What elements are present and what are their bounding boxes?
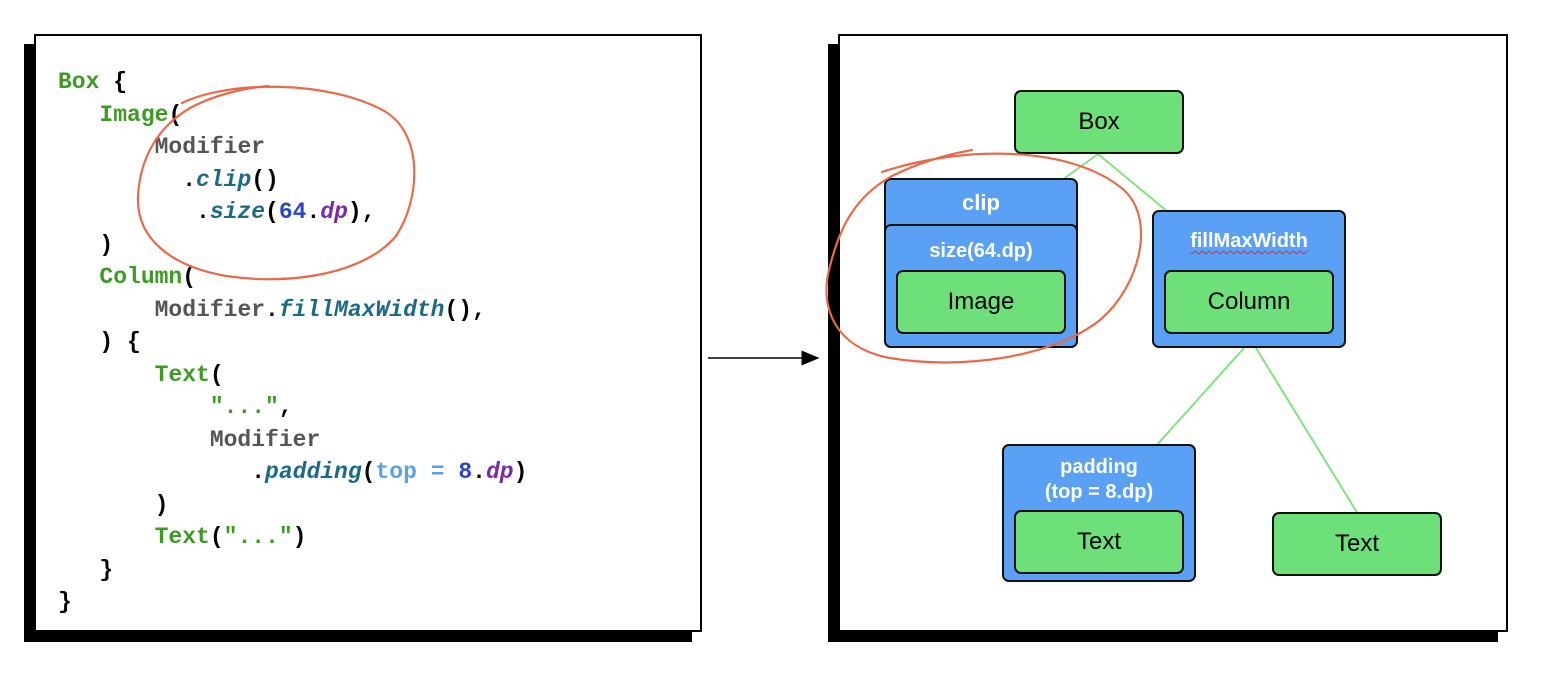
code-token xyxy=(58,297,155,323)
code-token: . xyxy=(58,199,210,225)
code-token: dp xyxy=(320,199,348,225)
code-token: Text xyxy=(154,524,210,550)
code-token xyxy=(58,134,155,160)
edge-column-text xyxy=(1255,347,1359,515)
code-token: Column xyxy=(99,264,183,290)
code-token: "..." xyxy=(209,394,279,420)
modifier-size-label: size(64.dp) xyxy=(929,240,1033,262)
code-line: .padding(top = 8.dp) xyxy=(58,456,527,489)
edge-box-clip xyxy=(1061,153,1099,181)
code-token: ) xyxy=(58,491,169,518)
code-line: } xyxy=(58,554,527,587)
code-token: padding xyxy=(265,459,362,485)
code-line: Text( xyxy=(58,359,527,392)
code-token: . xyxy=(265,296,279,323)
code-line: ) { xyxy=(58,326,527,359)
code-token: clip xyxy=(196,166,252,193)
node-text-plain: Text xyxy=(1272,512,1442,576)
code-line: Box { xyxy=(58,66,527,99)
code-line: .size(64.dp), xyxy=(58,196,527,229)
code-token: Modifier xyxy=(154,134,266,160)
code-line: "...", xyxy=(58,391,527,424)
code-token: { xyxy=(99,69,128,95)
node-box: Box xyxy=(1014,90,1184,154)
modifier-clip-label: clip xyxy=(962,190,1000,215)
node-box-label: Box xyxy=(1078,108,1120,135)
code-token: ( xyxy=(209,361,224,388)
code-line: Text("...") xyxy=(58,521,527,554)
code-token: , xyxy=(278,394,293,420)
code-line: Modifier xyxy=(58,424,527,457)
node-text-padded: Text xyxy=(1014,510,1184,574)
code-token: . xyxy=(58,459,266,485)
code-token: . xyxy=(58,166,197,193)
modifier-fill-max-width-label: fillMaxWidth xyxy=(1190,230,1308,252)
code-panel: Box { Image( Modifier .clip() .size(64.d… xyxy=(34,34,702,632)
code-token: ) xyxy=(292,524,307,550)
code-token: . xyxy=(306,199,321,225)
code-token: top xyxy=(375,459,417,485)
code-token: dp xyxy=(485,459,514,485)
code-token: = xyxy=(416,459,459,485)
code-token xyxy=(58,524,155,550)
code-token: ( xyxy=(209,524,224,550)
code-token: ) xyxy=(58,231,114,258)
code-token: Modifier xyxy=(154,296,266,323)
node-image: Image xyxy=(896,270,1066,334)
modifier-padding-label-2: (top = 8.dp) xyxy=(1044,481,1154,503)
code-token: ( xyxy=(168,101,183,128)
modifier-padding-label-1: padding xyxy=(1060,456,1138,478)
code-token xyxy=(58,264,99,290)
code-token: Modifier xyxy=(209,426,321,453)
code-line: ) xyxy=(58,229,527,262)
code-token: 8 xyxy=(458,459,473,485)
code-token: fillMaxWidth xyxy=(278,296,445,323)
code-token: Box xyxy=(58,69,100,95)
code-token: 64 xyxy=(278,199,307,225)
code-line: Modifier.fillMaxWidth(), xyxy=(58,294,527,327)
code-token: ( xyxy=(265,199,279,225)
code-token: ( xyxy=(361,459,376,485)
code-line: .clip() xyxy=(58,164,527,197)
node-column: Column xyxy=(1164,270,1334,334)
code-line: Column( xyxy=(58,261,527,294)
code-token: . xyxy=(472,459,486,485)
ui-tree-panel: Box clip size(64.dp) Image fillMaxWidth … xyxy=(838,34,1508,632)
edge-column-padding xyxy=(1155,347,1245,447)
code-token: ) { xyxy=(58,329,141,355)
code-token: () xyxy=(251,166,279,193)
code-token: Text xyxy=(154,361,210,388)
code-line: } xyxy=(58,586,527,619)
code-token: ), xyxy=(347,199,376,225)
code-line: Modifier xyxy=(58,131,527,164)
code-token: } xyxy=(58,589,72,615)
code-line: Image( xyxy=(58,99,527,132)
edge-box-fillmaxwidth xyxy=(1097,153,1169,213)
node-image-label: Image xyxy=(947,288,1015,315)
code-token: "..." xyxy=(223,524,293,550)
code-token xyxy=(58,102,99,128)
node-column-label: Column xyxy=(1207,288,1291,315)
code-token xyxy=(58,394,210,420)
code-token: size xyxy=(209,199,266,225)
node-text-padded-label: Text xyxy=(1076,528,1121,555)
code-snippet: Box { Image( Modifier .clip() .size(64.d… xyxy=(58,66,527,619)
node-text-plain-label: Text xyxy=(1334,530,1379,557)
code-line: ) xyxy=(58,489,527,522)
code-token: ) xyxy=(513,459,528,485)
code-token: } xyxy=(58,556,114,583)
code-token: Image xyxy=(99,101,169,128)
code-token xyxy=(58,427,210,453)
code-token: ( xyxy=(182,264,197,290)
code-token xyxy=(58,362,155,388)
code-token: (), xyxy=(444,296,486,323)
